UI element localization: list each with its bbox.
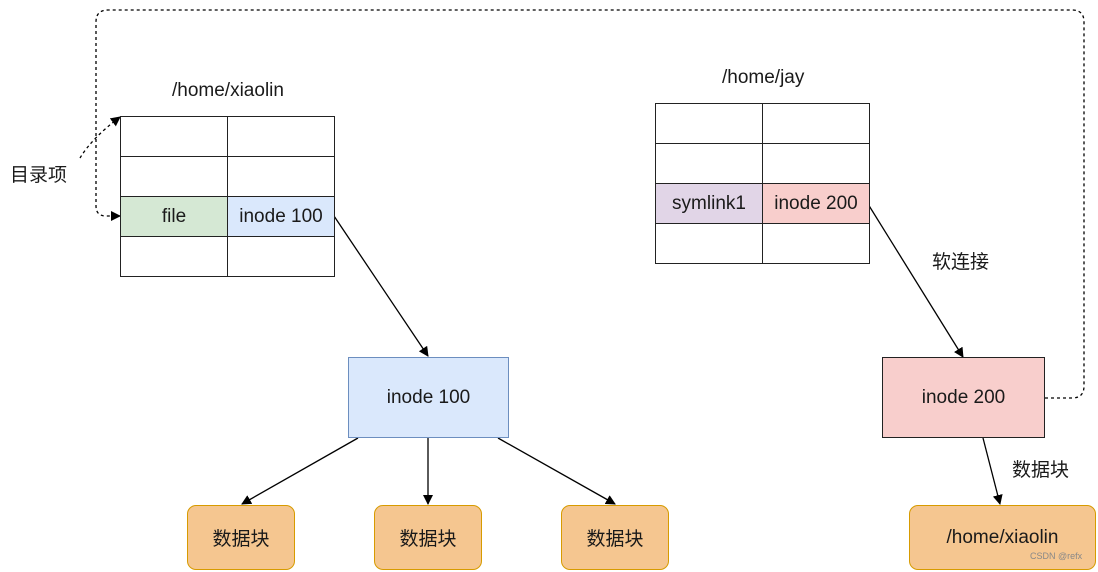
arrow-inode-100-to-block-3 [497, 437, 616, 505]
symlink-label: 软连接 [932, 252, 990, 273]
watermark: CSDN @refx [1030, 551, 1083, 561]
dir-right-cell-empty [762, 103, 870, 144]
symlink-loop-dashed-line [95, 9, 1085, 399]
inode-200-box: inode 200 [882, 357, 1045, 438]
inode-100-box: inode 100 [348, 357, 509, 438]
data-block-3: 数据块 [561, 505, 669, 570]
dir-left-entry-inode: inode 100 [227, 196, 335, 237]
dir-right-cell-empty [762, 223, 870, 264]
arrow-inode-200-to-target [982, 437, 1003, 505]
data-block-2: 数据块 [374, 505, 482, 570]
dir-left-cell-empty [120, 116, 228, 157]
dir-left-cell-empty [227, 116, 335, 157]
dir-entry-label: 目录项 [10, 165, 68, 186]
data-block-label: 数据块 [1012, 460, 1070, 481]
arrow-inode-100-to-block-1 [241, 437, 359, 505]
dir-right-cell-empty [655, 103, 763, 144]
arrow-entry-to-inode-100 [333, 215, 429, 357]
dir-entry-arrow-top [79, 116, 121, 159]
symlink-target-block: /home/xiaolin [909, 505, 1096, 570]
dir-left-cell-empty [227, 156, 335, 197]
dir-right-cell-empty [762, 143, 870, 184]
dir-right-entry-name: symlink1 [655, 183, 763, 224]
dir-left-path-label: /home/xiaolin [172, 80, 284, 101]
dir-right-cell-empty [655, 143, 763, 184]
data-block-1: 数据块 [187, 505, 295, 570]
dir-left-cell-empty [120, 156, 228, 197]
dir-left-cell-empty [120, 236, 228, 277]
dir-left-cell-empty [227, 236, 335, 277]
dir-right-path-label: /home/jay [722, 67, 805, 88]
dir-right-cell-empty [655, 223, 763, 264]
dir-right-entry-inode: inode 200 [762, 183, 870, 224]
arrow-symlink-to-inode-200 [867, 203, 964, 358]
dir-left-entry-name: file [120, 196, 228, 237]
